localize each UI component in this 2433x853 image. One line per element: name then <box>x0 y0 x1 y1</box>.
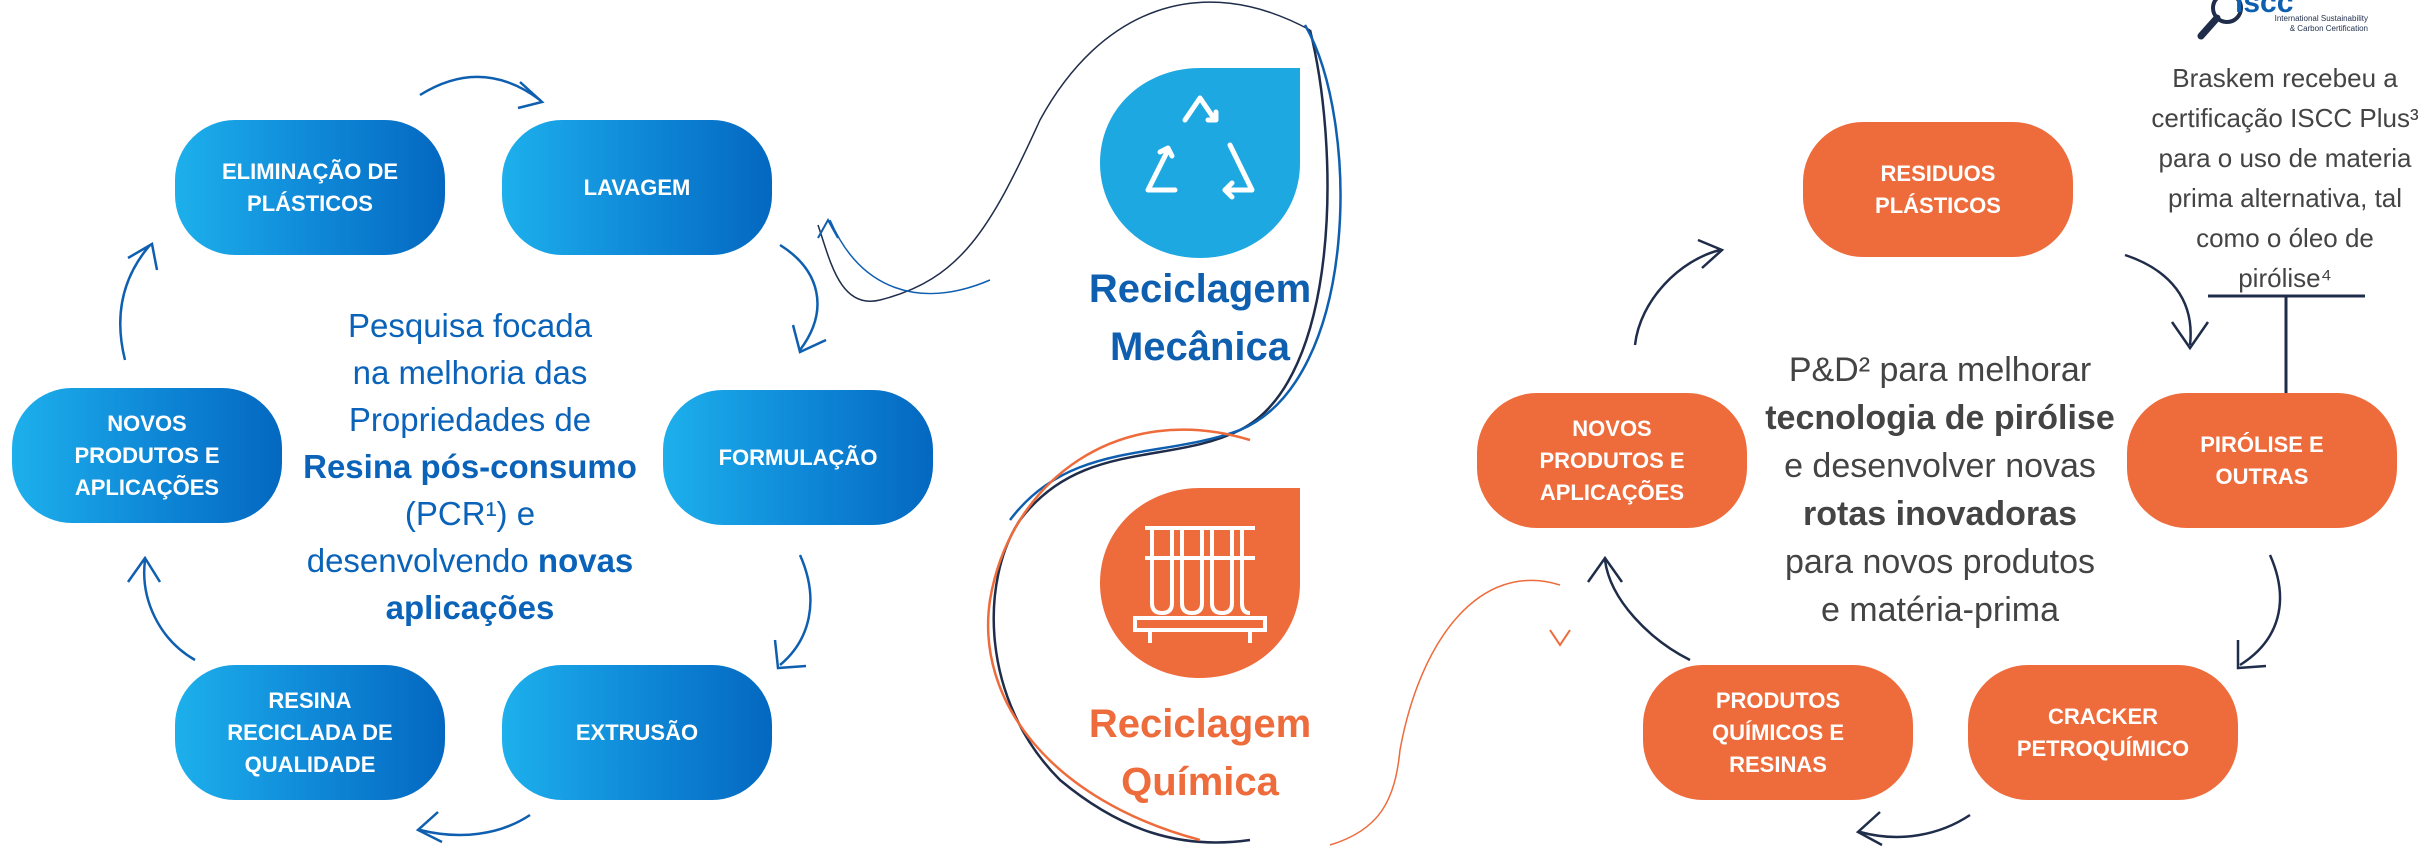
chemical-arrowhead <box>1549 629 1571 647</box>
step-extrusao: EXTRUSÃO <box>502 665 772 800</box>
chemical-description: P&D² para melhorar tecnologia de pirólis… <box>1765 351 2115 629</box>
left-arrow-bottom <box>419 813 531 837</box>
left-arrow-right-bottom <box>779 554 812 666</box>
step-eliminacao: ELIMINAÇÃO DE PLÁSTICOS <box>175 120 445 255</box>
left-arrow-left-bottom <box>143 559 196 662</box>
mechanical-badge <box>1100 68 1300 258</box>
mechanical-title: Reciclagem Mecânica <box>1088 267 1312 369</box>
mechanical-arc-blue <box>1009 24 1342 521</box>
right-arrow-top-left <box>1633 248 1721 346</box>
recycle-icon <box>1145 95 1255 200</box>
mechanical-s-curve <box>817 1 1311 303</box>
chemical-title: Reciclagem Química <box>1088 702 1312 804</box>
right-arrow-right-bottom <box>2239 554 2282 667</box>
step-novos-produtos-mecanica: NOVOS PRODUTOS E APLICAÇÕES <box>12 388 282 523</box>
step-cracker: CRACKER PETROQUÍMICO <box>1968 665 2238 800</box>
test-tubes-icon <box>1133 526 1267 643</box>
mechanical-s-curve-lower <box>992 29 1329 844</box>
mechanical-thin-curve <box>829 219 991 295</box>
right-arrow-bottom <box>1859 813 1971 839</box>
left-arrow-top <box>419 75 541 102</box>
iscc-logo: iscc International Sustainability & Carb… <box>2140 0 2400 45</box>
step-produtos-quimicos: PRODUTOS QUÍMICOS E RESINAS <box>1643 665 1913 800</box>
mechanical-description: Pesquisa focada na melhoria das Propried… <box>303 307 637 626</box>
chemical-arc-to-right <box>1329 579 1561 846</box>
step-lavagem: LAVAGEM <box>502 120 772 255</box>
step-resina-reciclada: RESINA RECICLADA DE QUALIDADE <box>175 665 445 800</box>
mechanical-arrowhead <box>817 217 839 239</box>
certification-text: Braskem recebeu a certificação ISCC Plus… <box>2151 63 2419 293</box>
magnifier-icon <box>2197 0 2243 40</box>
right-arrow-top-right <box>2124 253 2192 346</box>
chemical-badge <box>1100 488 1300 678</box>
step-pirolise: PIRÓLISE E OUTRAS <box>2127 393 2397 528</box>
step-formulacao: FORMULAÇÃO <box>663 390 933 525</box>
left-arrow-left-top <box>119 244 151 361</box>
right-arrow-left-bottom <box>1603 559 1691 662</box>
step-residuos: RESIDUOS PLÁSTICOS <box>1803 122 2073 257</box>
left-arrow-right-top <box>779 243 819 351</box>
step-novos-produtos-quimica: NOVOS PRODUTOS E APLICAÇÕES <box>1477 393 1747 528</box>
chemical-arc-orange <box>986 428 1251 842</box>
